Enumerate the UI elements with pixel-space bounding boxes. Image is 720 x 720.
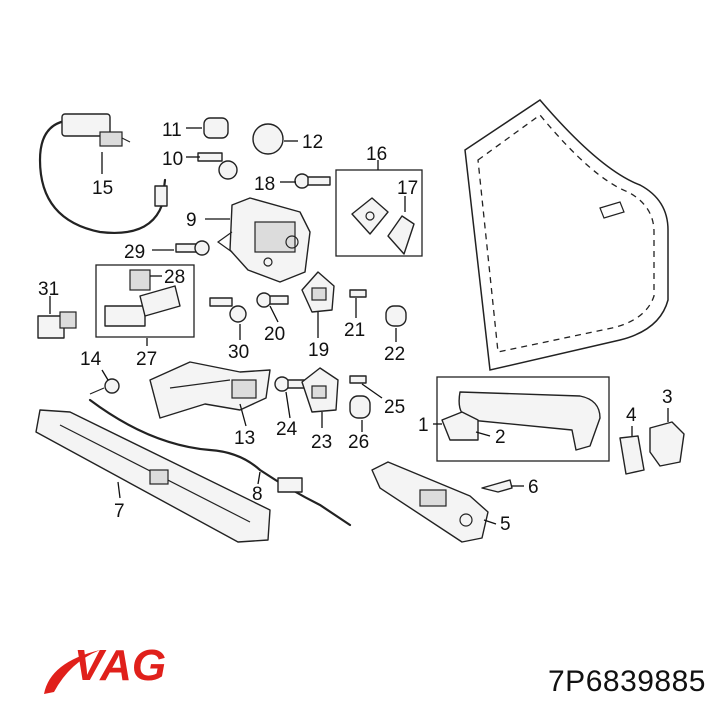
part-10-bolt	[197, 152, 238, 180]
part-27-door-check	[104, 285, 181, 327]
part-24-bolt	[274, 376, 305, 392]
callout-26: 26	[348, 432, 369, 453]
part-1-kit-box	[436, 376, 610, 462]
part-26-bushing	[349, 395, 371, 419]
leader-lines	[49, 127, 669, 525]
callout-15: 15	[92, 178, 113, 199]
callout-12: 12	[302, 132, 323, 153]
callout-22: 22	[384, 344, 405, 365]
part-16-kit-box	[335, 169, 423, 257]
callout-5: 5	[500, 514, 511, 535]
part-7-trim-panel	[35, 409, 271, 543]
part-9-lock-actuator	[216, 197, 311, 283]
part-16-hinge-plate	[351, 197, 389, 235]
part-8-release-cable	[88, 398, 352, 527]
part-31-sensor	[37, 311, 77, 339]
callout-28: 28	[164, 267, 185, 288]
callout-30: 30	[228, 342, 249, 363]
part-17-cover	[387, 215, 415, 255]
callout-9: 9	[186, 210, 197, 231]
callout-3: 3	[662, 387, 673, 408]
callout-23: 23	[311, 432, 332, 453]
callout-8: 8	[252, 484, 263, 505]
part-4-gasket	[619, 435, 645, 475]
logo-lettering: VAG	[74, 641, 166, 690]
part-14-screw	[89, 378, 120, 395]
part-1-outer-handle	[458, 391, 601, 451]
part-number: 7P6839885	[548, 665, 706, 698]
callout-2: 2	[495, 427, 506, 448]
callout-31: 31	[38, 279, 59, 300]
callout-10: 10	[162, 149, 183, 170]
part-23-striker	[301, 367, 339, 413]
part-3-handle-cover	[649, 421, 685, 467]
part-12-cap	[252, 123, 284, 155]
part-2-handle-cap	[441, 411, 479, 441]
part-6-screw	[481, 479, 513, 493]
callout-25: 25	[384, 397, 405, 418]
callout-11: 11	[162, 120, 182, 141]
callout-labels: 11 12 10 15 16 17 18 9 29 28 31 27 30 20…	[38, 120, 673, 535]
callout-6: 6	[528, 477, 539, 498]
callout-14: 14	[80, 349, 102, 370]
part-19-striker	[301, 271, 335, 313]
part-11-plug	[203, 117, 229, 139]
vag-logo: VAG	[44, 641, 166, 694]
callout-21: 21	[344, 320, 365, 341]
part-25-screw	[349, 375, 367, 384]
callout-13: 13	[234, 428, 255, 449]
part-20-bolt	[256, 292, 289, 308]
callout-7: 7	[114, 501, 125, 522]
callout-18: 18	[254, 174, 275, 195]
part-13-inner-release	[149, 361, 271, 419]
callout-27: 27	[136, 349, 157, 370]
part-15-cable	[38, 113, 168, 234]
part-28-gasket	[129, 269, 151, 291]
callout-19: 19	[308, 340, 329, 361]
part-5-handle-carrier	[371, 461, 489, 543]
part-18-bolt	[294, 173, 331, 189]
part-30-bolt	[209, 297, 247, 323]
callout-1: 1	[418, 415, 429, 436]
part-27-kit-box	[95, 264, 195, 338]
callout-20: 20	[264, 324, 285, 345]
callout-29: 29	[124, 242, 145, 263]
callout-24: 24	[276, 419, 298, 440]
rear-door-outline	[464, 99, 669, 371]
part-29-bolt	[175, 240, 210, 256]
callout-17: 17	[397, 178, 418, 199]
logo-swoosh	[44, 650, 100, 694]
callout-16: 16	[366, 144, 387, 165]
part-22-bushing	[385, 305, 407, 327]
callout-4: 4	[626, 405, 637, 426]
part-21-screw	[349, 289, 367, 298]
